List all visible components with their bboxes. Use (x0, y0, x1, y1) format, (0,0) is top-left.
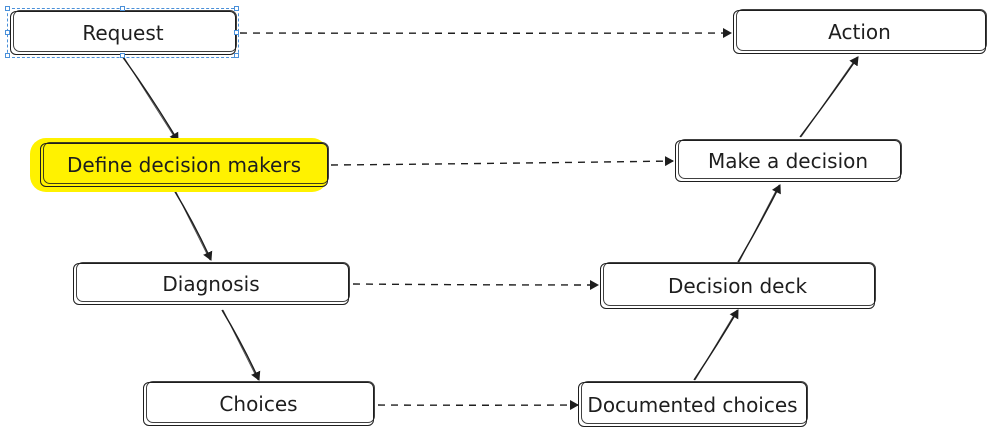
node-action[interactable]: Action (733, 9, 987, 54)
selection-handle[interactable] (120, 6, 125, 11)
node-define-decision-makers-label: Define decision makers (67, 153, 301, 177)
edge-diagnosis-to-decision-deck[interactable] (352, 279, 599, 290)
edge-make-a-decision-to-action[interactable] (799, 56, 859, 138)
edge-stroke-overlay (122, 55, 178, 142)
node-decision-deck[interactable]: Decision deck (600, 262, 876, 309)
node-make-a-decision-label: Make a decision (707, 149, 869, 173)
selection-handle[interactable] (5, 30, 10, 35)
edge-decision-deck-to-make-a-decision[interactable] (737, 184, 781, 263)
node-request-label: Request (82, 21, 164, 45)
selection-handle[interactable] (234, 30, 239, 35)
edge-stroke-overlay (174, 189, 211, 261)
selection-handle[interactable] (5, 53, 10, 58)
node-diagnosis-label: Diagnosis (162, 272, 260, 296)
edge-stroke-overlay (738, 184, 780, 263)
selection-handle[interactable] (5, 6, 10, 11)
node-documented-choices-label: Documented choices (587, 392, 798, 417)
node-choices-label: Choices (219, 392, 298, 416)
node-define-decision-makers[interactable]: Define decision makers (40, 142, 329, 187)
edge-stroke-overlay (800, 56, 858, 138)
edge-documented-choices-to-decision-deck[interactable] (693, 309, 739, 381)
node-action-label: Action (828, 20, 891, 44)
edge-stroke-overlay (694, 309, 738, 381)
node-decision-deck-label: Decision deck (667, 274, 808, 298)
selection-handle[interactable] (234, 6, 239, 11)
edge-stroke-overlay (222, 309, 259, 381)
node-make-a-decision[interactable]: Make a decision (675, 139, 902, 182)
node-documented-choices[interactable]: Documented choices (578, 381, 808, 427)
edge-define-decision-makers-to-make-a-decision[interactable] (330, 156, 674, 167)
selection-handle[interactable] (120, 53, 125, 58)
node-diagnosis[interactable]: Diagnosis (73, 262, 350, 305)
node-request[interactable]: Request (10, 10, 237, 55)
selection-handle[interactable] (234, 53, 239, 58)
node-choices[interactable]: Choices (143, 381, 375, 426)
